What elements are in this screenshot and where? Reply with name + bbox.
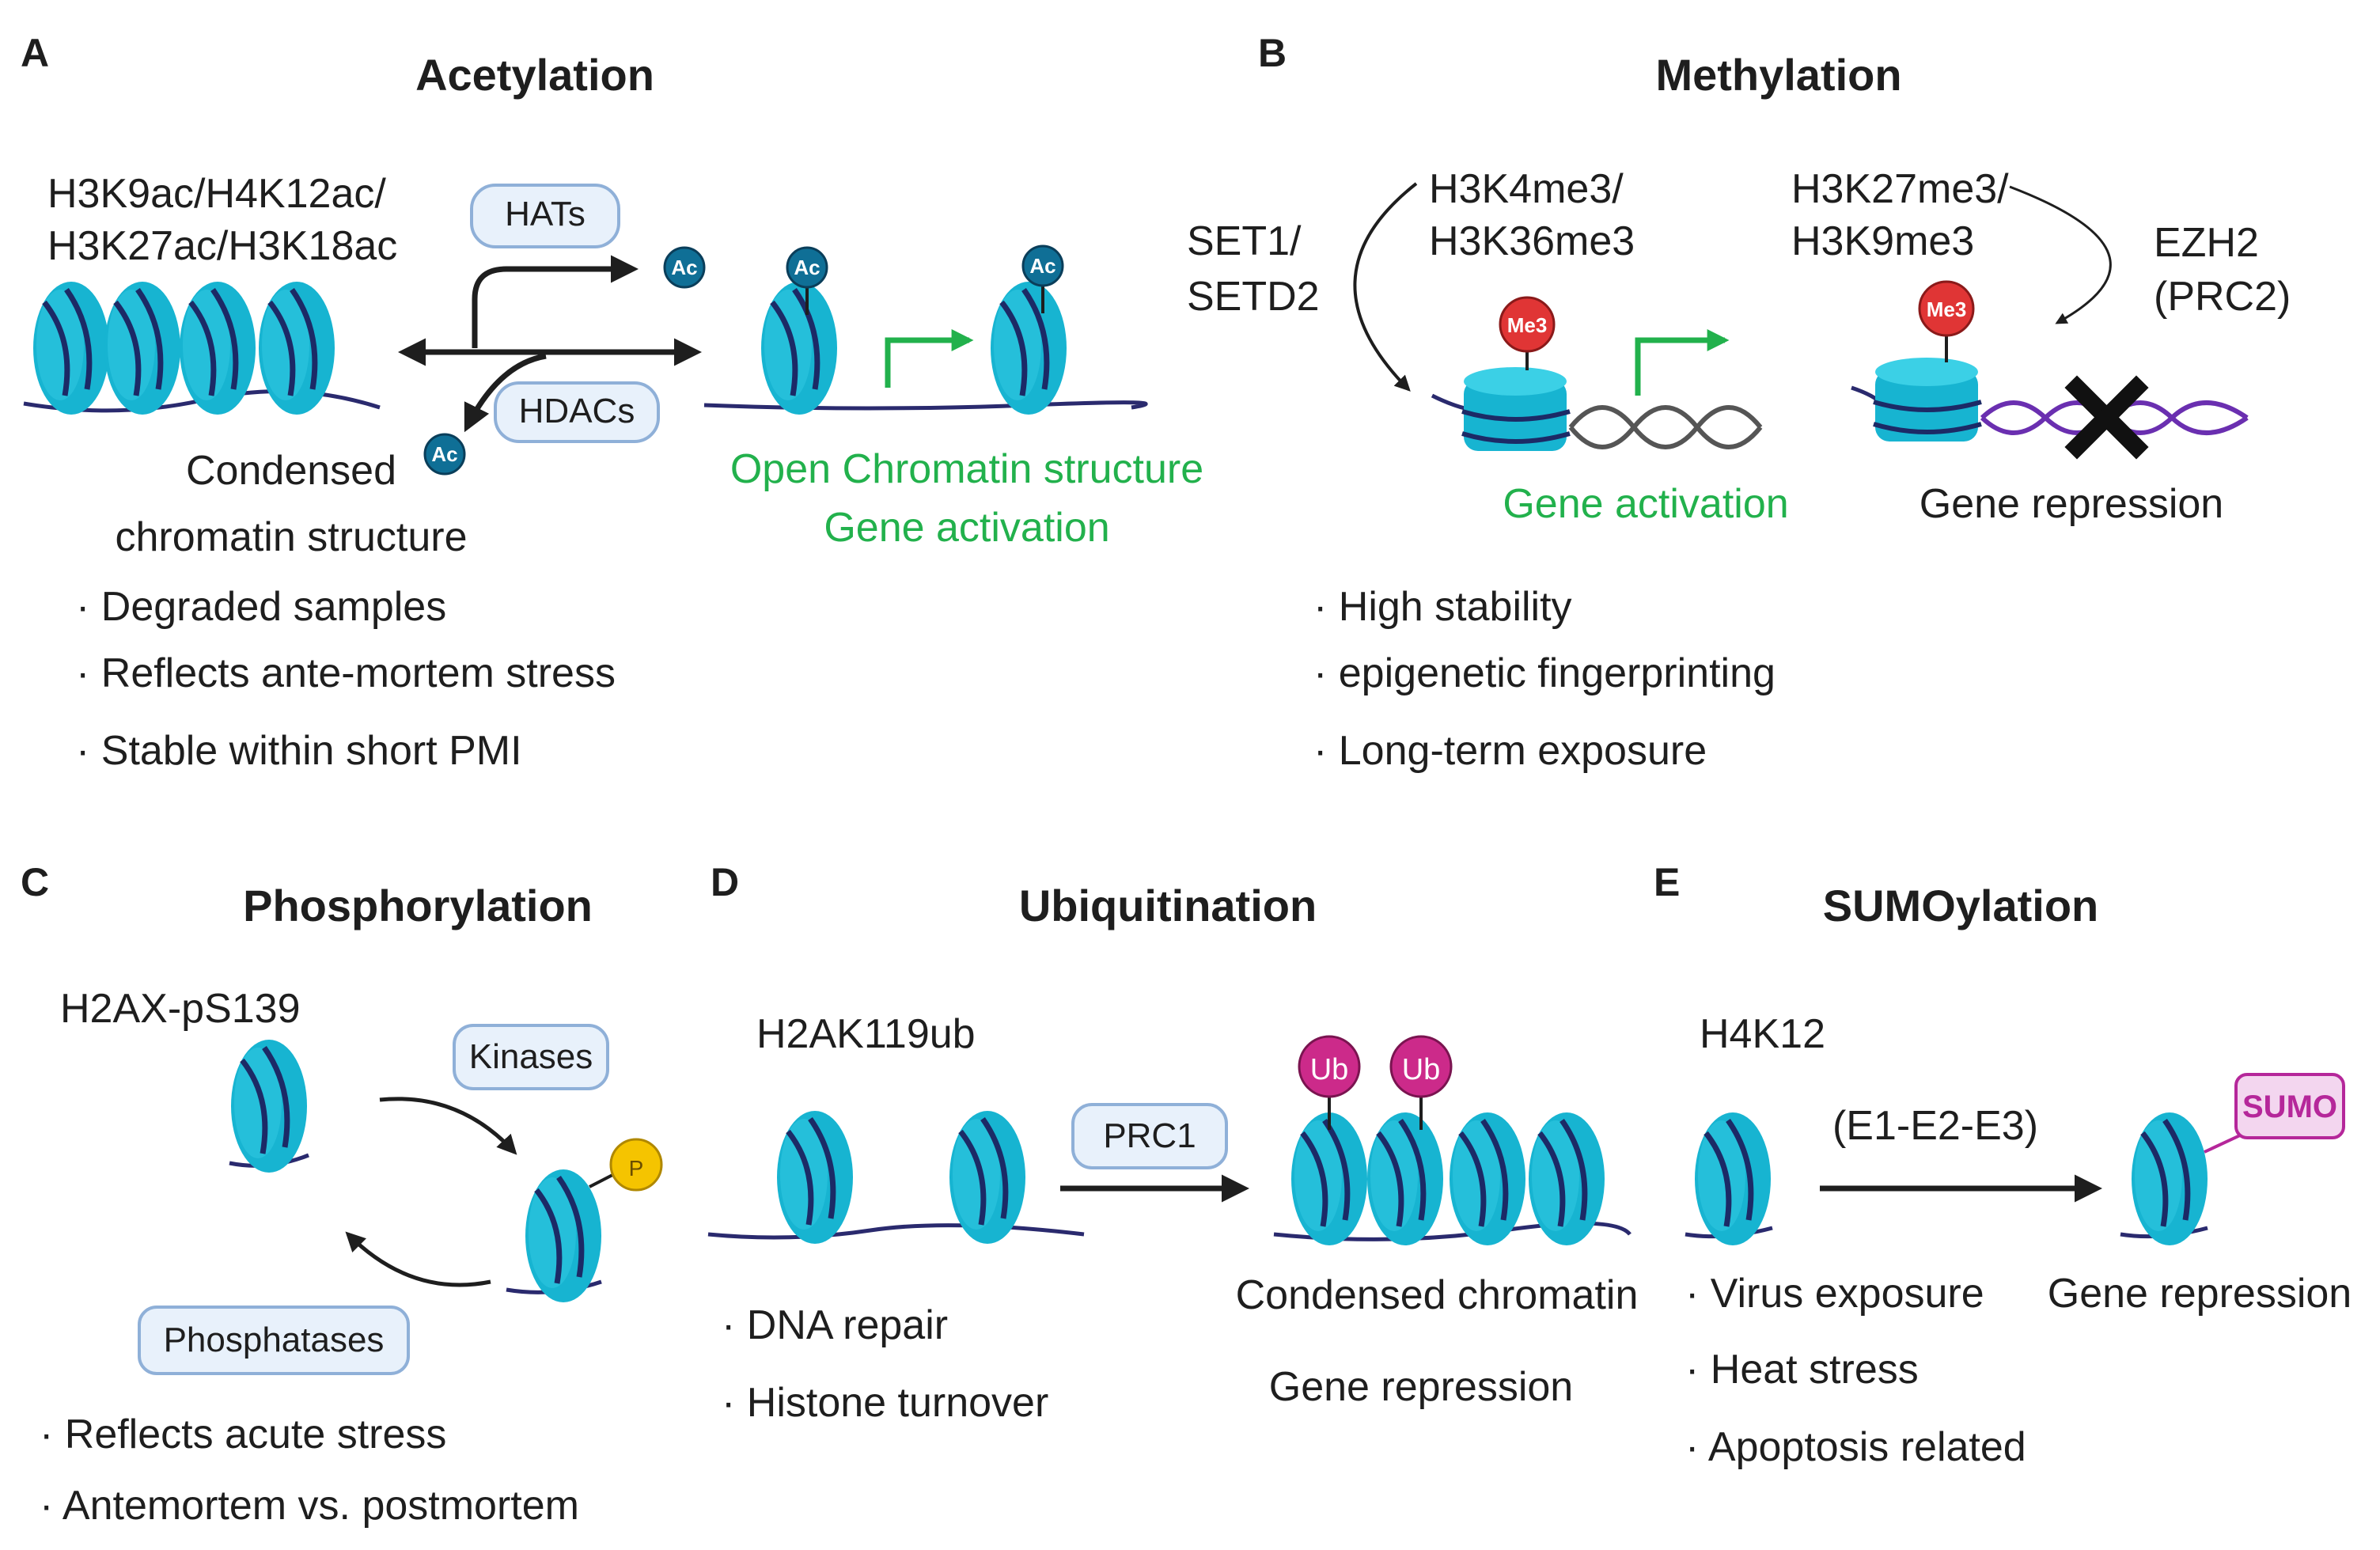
prc1-box: [1071, 1103, 1228, 1169]
bullet-item: · Virus exposure: [1685, 1271, 1984, 1317]
panel-c: C Phosphorylation H2AX-pS139 Kinases P P…: [21, 860, 663, 1529]
me3-label: Me3: [1507, 313, 1548, 337]
panel-letter: D: [711, 860, 739, 904]
gene-activation-label: Gene activation: [1503, 481, 1788, 527]
bullet-item: · Reflects ante-mortem stress: [76, 650, 616, 696]
arrow-icon: [345, 1231, 491, 1287]
panel-title: SUMOylation: [1823, 881, 2098, 930]
hdacs-box: [494, 381, 660, 443]
ac-label: Ac: [431, 442, 457, 466]
cross-icon: [2064, 375, 2149, 460]
ubiquitin-mark: H2AK119ub: [756, 1011, 976, 1057]
sumo-mark: H4K12: [1700, 1011, 1825, 1057]
active-marks: H3K36me3: [1429, 218, 1635, 264]
repressive-marks: H3K27me3/: [1791, 166, 2009, 212]
gene-repression-label: Gene repression: [1269, 1364, 1573, 1410]
panel-letter: A: [21, 31, 49, 75]
nucleosome-icon: [1431, 367, 1571, 451]
ezh2-label: (PRC2): [2154, 274, 2291, 320]
panel-letter: C: [21, 860, 49, 904]
kinases-label: Kinases: [469, 1037, 593, 1076]
panel-b: B Methylation SET1/ SETD2 H3K4me3/ H3K36…: [1187, 31, 2291, 774]
nucleosome-icon: [231, 1040, 307, 1173]
ub-label: Ub: [1402, 1053, 1441, 1086]
ac-label: Ac: [794, 256, 820, 279]
hdacs-label: HDACs: [519, 392, 635, 430]
nucleosome-icon: [33, 282, 335, 415]
condensed-label: chromatin structure: [115, 514, 467, 560]
set1-label: SET1/: [1187, 218, 1302, 264]
hats-box: [470, 184, 620, 248]
bullet-item: · Antemortem vs. postmortem: [40, 1483, 579, 1529]
gene-activation-label: Gene activation: [824, 505, 1109, 551]
bullet-item: · DNA repair: [722, 1302, 948, 1348]
condensed-label: Condensed: [186, 448, 396, 494]
ub-label: Ub: [1310, 1053, 1349, 1086]
ac-label: Ac: [1029, 254, 1055, 278]
open-chromatin-label: Open Chromatin structure: [730, 446, 1203, 492]
nucleosome-icon: [1851, 358, 1982, 442]
nucleosome-icon: [1291, 1112, 1605, 1245]
active-marks: H3K4me3/: [1429, 166, 1624, 212]
arrow-icon: [2009, 185, 2112, 324]
arrow-icon: [379, 1097, 517, 1155]
sumo-box: [2234, 1073, 2345, 1139]
bullet-item: · Heat stress: [1685, 1347, 1919, 1393]
transcription-arrow-icon: [1635, 329, 1730, 396]
sumo-label: SUMO: [2242, 1090, 2337, 1124]
arrow-icon: [1353, 182, 1418, 392]
panel-title: Ubiquitination: [1019, 881, 1317, 930]
bullet-item: · High stability: [1313, 584, 1572, 630]
panel-letter: E: [1654, 860, 1680, 904]
nucleosome-icon: [761, 282, 837, 415]
panel-title: Acetylation: [415, 50, 654, 100]
arrow-icon: [464, 353, 547, 433]
repressive-marks: H3K9me3: [1791, 218, 1974, 264]
bullet-item: · Apoptosis related: [1685, 1424, 2026, 1470]
acetyl-marks: H3K27ac/H3K18ac: [47, 223, 397, 269]
gene-repression-label: Gene repression: [2048, 1271, 2352, 1317]
arrow-icon: [472, 255, 639, 348]
transcription-arrow-icon: [885, 329, 974, 388]
nucleosome-icon: [949, 1111, 1025, 1244]
phosphatases-label: Phosphatases: [164, 1321, 385, 1359]
phospho-label: P: [629, 1156, 644, 1181]
phospho-mark: H2AX-pS139: [60, 986, 301, 1032]
bullet-item: · Degraded samples: [76, 584, 446, 630]
condensed-label: Condensed chromatin: [1236, 1272, 1639, 1318]
gene-repression-label: Gene repression: [1920, 481, 2223, 527]
enzymes-label: (E1-E2-E3): [1832, 1103, 2038, 1149]
nucleosome-icon: [2132, 1112, 2208, 1245]
dna-helix-icon: [1568, 405, 1763, 449]
bullet-item: · Reflects acute stress: [40, 1412, 446, 1457]
kinases-box: [453, 1024, 609, 1090]
set1-label: SETD2: [1187, 274, 1320, 320]
ac-label: Ac: [671, 256, 697, 279]
panel-d: D Ubiquitination H2AK119ub PRC1 Ub Ub Co…: [707, 860, 1639, 1426]
nucleosome-icon: [777, 1111, 853, 1244]
nucleosome-icon: [991, 282, 1067, 415]
nucleosome-icon: [525, 1169, 601, 1302]
panel-letter: B: [1258, 31, 1287, 75]
ezh2-label: EZH2: [2154, 220, 2259, 266]
prc1-label: PRC1: [1103, 1116, 1196, 1155]
bullet-item: · Long-term exposure: [1313, 728, 1707, 774]
acetyl-marks: H3K9ac/H4K12ac/: [47, 171, 386, 217]
phosphatases-box: [138, 1306, 410, 1375]
me3-label: Me3: [1927, 297, 1967, 321]
panel-e: E SUMOylation H4K12 (E1-E2-E3) SUMO Gene…: [1654, 860, 2352, 1470]
panel-title: Methylation: [1655, 50, 1901, 100]
panel-a: A Acetylation H3K9ac/H4K12ac/ H3K27ac/H3…: [21, 31, 1203, 774]
hats-label: HATs: [505, 195, 586, 233]
bullet-item: · Stable within short PMI: [76, 728, 522, 774]
panel-title: Phosphorylation: [243, 881, 593, 930]
bullet-item: · Histone turnover: [722, 1380, 1048, 1426]
bullet-item: · epigenetic fingerprinting: [1313, 650, 1776, 696]
nucleosome-icon: [1695, 1112, 1771, 1245]
